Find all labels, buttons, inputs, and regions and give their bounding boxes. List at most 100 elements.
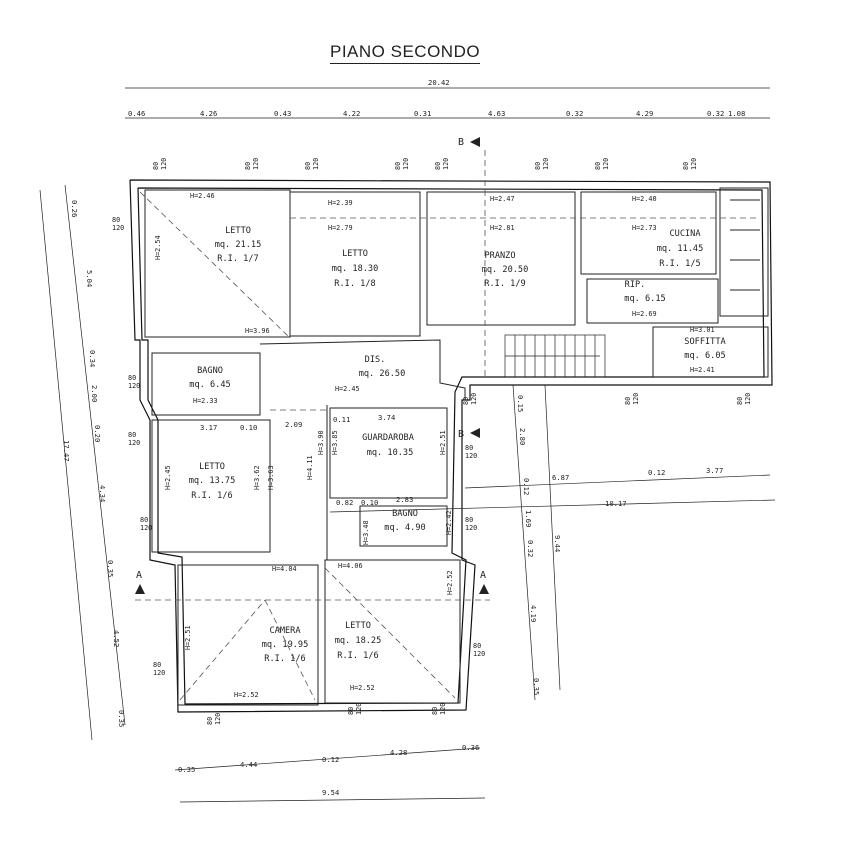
height-label: H=2.52 [446, 570, 454, 595]
window-tag: 80120 [394, 158, 410, 170]
dim-label: 0.35 [532, 678, 541, 695]
dim-label: 4.28 [390, 748, 407, 757]
dim-label: 9.44 [553, 535, 562, 552]
dim-label: 5.04 [85, 270, 94, 287]
window-tag: 80120 [347, 703, 363, 715]
room-ri: R.I. 1/6 [337, 651, 378, 661]
dims-left: 0.26 5.04 0.34 2.00 0.20 4.34 0.35 4.52 … [62, 200, 126, 727]
height-label: H=2.46 [190, 192, 215, 200]
height-label: H=3.90 [317, 430, 325, 455]
dim-total-width: 20.42 [428, 78, 450, 87]
dim-label: 1.69 [524, 510, 533, 527]
dim-label: 2.80 [518, 428, 527, 445]
window-tag: 80120 [431, 703, 447, 715]
room-name: BAGNO [392, 509, 418, 519]
section-arrow-icon [135, 584, 145, 594]
room-ri: R.I. 1/6 [264, 654, 305, 664]
room-area: mq. 6.05 [684, 351, 725, 361]
window-tag: 80120 [244, 158, 260, 170]
exterior-walls [129, 179, 773, 713]
window-tag: 80120 [624, 393, 640, 405]
room-ri: R.I. 1/9 [484, 279, 525, 289]
room-name: LETTO [199, 462, 225, 472]
height-label: H=2.52 [350, 684, 375, 692]
room-area: mq. 18.25 [335, 636, 382, 646]
room-name: RIP. [625, 280, 646, 290]
dims-top: 20.42 0.46 4.26 0.43 4.22 0.31 4.63 0.32… [128, 78, 745, 118]
dim-label: 4.52 [112, 630, 121, 647]
dim-label: 0.34 [88, 350, 97, 367]
room-ri: R.I. 1/8 [334, 279, 375, 289]
dim-label: 1.08 [728, 109, 745, 118]
stair-main [504, 334, 606, 378]
window-tags: 80120 80120 80120 80120 80120 80120 80120 80120… [112, 158, 752, 725]
dim-label: 4.34 [98, 485, 107, 502]
height-label: H=2.42 [445, 510, 453, 535]
dim-label: 0.35 [117, 710, 126, 727]
room-ri: R.I. 1/6 [191, 491, 232, 501]
dim-label: 0.36 [462, 743, 479, 752]
room-name: SOFFITTA [684, 337, 726, 347]
dim-label: 0.82 [336, 498, 353, 507]
height-label: H=3.63 [267, 465, 275, 490]
dim-label: 0.43 [274, 109, 291, 118]
height-label: H=2.39 [328, 199, 353, 207]
room-area: mq. 6.15 [624, 294, 665, 304]
room-name: LETTO [225, 226, 251, 236]
dim-label: 4.26 [200, 109, 217, 118]
dim-label: 0.12 [322, 755, 339, 764]
height-label: H=3.62 [253, 465, 261, 490]
page-title: PIANO SECONDO [330, 42, 481, 64]
room-name: PRANZO [484, 251, 515, 261]
room-area: mq. 20.50 [482, 265, 529, 275]
section-label-a: A [136, 570, 142, 581]
room-name: CUCINA [669, 229, 701, 239]
room-name: LETTO [345, 621, 371, 631]
dimension-lines [39, 87, 776, 803]
room-name: DIS. [365, 355, 386, 365]
dim-label: 0.20 [93, 425, 102, 442]
height-labels: H=2.46 H=2.39 H=2.79 H=2.47 H=2.81 H=2.4… [154, 192, 715, 699]
dim-label: 0.26 [70, 200, 79, 217]
height-label: H=2.41 [690, 366, 715, 374]
height-label: H=4.04 [272, 565, 297, 573]
dim-label: 4.63 [488, 109, 505, 118]
height-label: H=2.45 [164, 465, 172, 490]
room-area: mq. 10.35 [367, 448, 414, 458]
window-tag: 80120 [434, 158, 450, 170]
window-tag: 80120 [152, 158, 168, 170]
dims-middle: 0.11 3.74 3.17 0.10 2.09 6.87 0.12 3.77 … [200, 413, 723, 508]
height-label: H=2.51 [439, 430, 447, 455]
height-label: H=2.81 [490, 224, 515, 232]
room-area: mq. 21.15 [215, 240, 262, 250]
dim-label: 0.15 [516, 395, 525, 412]
dim-label: 0.10 [240, 423, 257, 432]
dim-label: 10.17 [605, 499, 627, 508]
section-markers: B B A A [135, 137, 489, 594]
height-label: H=2.40 [632, 195, 657, 203]
dims-bottom: 0.35 4.44 0.12 4.28 0.36 9.54 [178, 743, 479, 797]
window-tag: 80120 [304, 158, 320, 170]
dim-label: 0.32 [566, 109, 583, 118]
section-label-a: A [480, 570, 486, 581]
window-tag: 80120 [534, 158, 550, 170]
height-label: H=2.47 [490, 195, 515, 203]
dim-label: 4.19 [529, 605, 538, 622]
room-area: mq. 18.30 [332, 264, 379, 274]
height-label: H=3.01 [690, 326, 715, 334]
window-tag: 80120 [594, 158, 610, 170]
height-label: H=2.54 [154, 235, 162, 260]
dim-label: 0.32 [526, 540, 535, 557]
window-tag: 80120 [206, 713, 222, 725]
dims-right: 0.15 2.80 0.12 1.69 0.32 4.19 0.35 9.44 [516, 395, 562, 695]
dim-label: 0.12 [522, 478, 531, 495]
